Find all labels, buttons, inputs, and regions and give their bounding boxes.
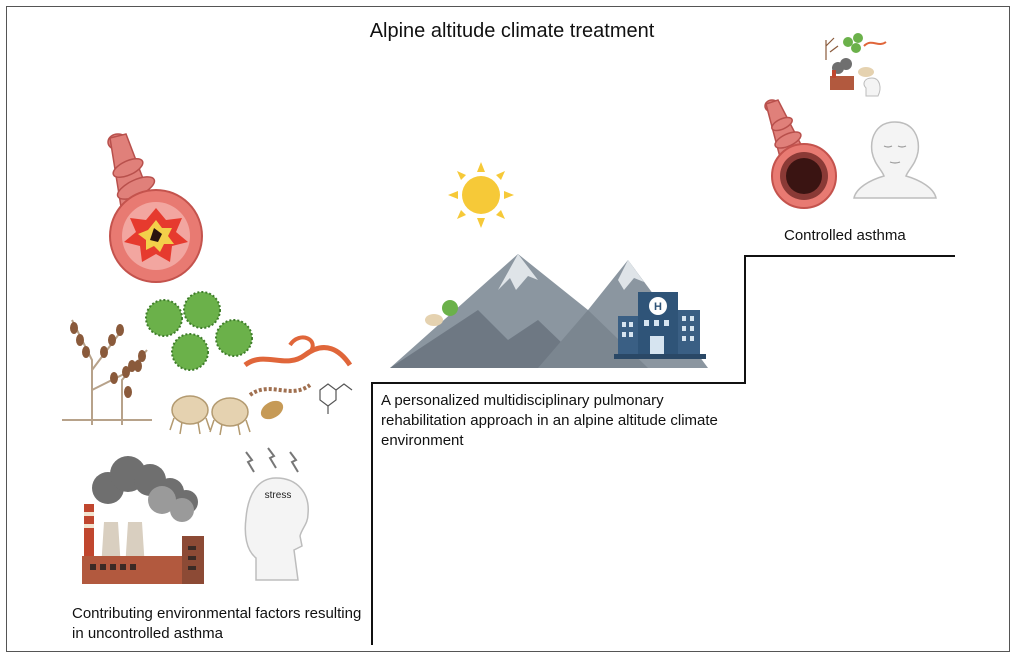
head-stress-label: stress <box>265 490 292 501</box>
stressed-head-icon: stress <box>244 447 309 581</box>
plant-allergen-icon <box>62 319 152 425</box>
hospital-icon: H <box>614 292 706 359</box>
step-label-uncontrolled: Contributing environmental factors resul… <box>72 605 362 642</box>
sun-icon <box>448 162 514 228</box>
mites-icon <box>169 395 284 436</box>
parasite-icon <box>243 335 353 414</box>
pollen-icon <box>145 291 253 371</box>
calm-head-icon <box>853 121 937 199</box>
inflamed-airway-icon <box>107 133 203 283</box>
healthy-airway-icon <box>764 99 837 209</box>
small-factors-icon <box>825 33 887 97</box>
figure-title: Alpine altitude climate treatment <box>369 20 655 42</box>
factory-pollution-icon <box>82 456 204 584</box>
svg-text:H: H <box>654 301 662 313</box>
step-label-controlled: Controlled asthma <box>784 227 906 244</box>
step-label-rehabilitation: A personalized multidisciplinary pulmona… <box>381 392 718 449</box>
